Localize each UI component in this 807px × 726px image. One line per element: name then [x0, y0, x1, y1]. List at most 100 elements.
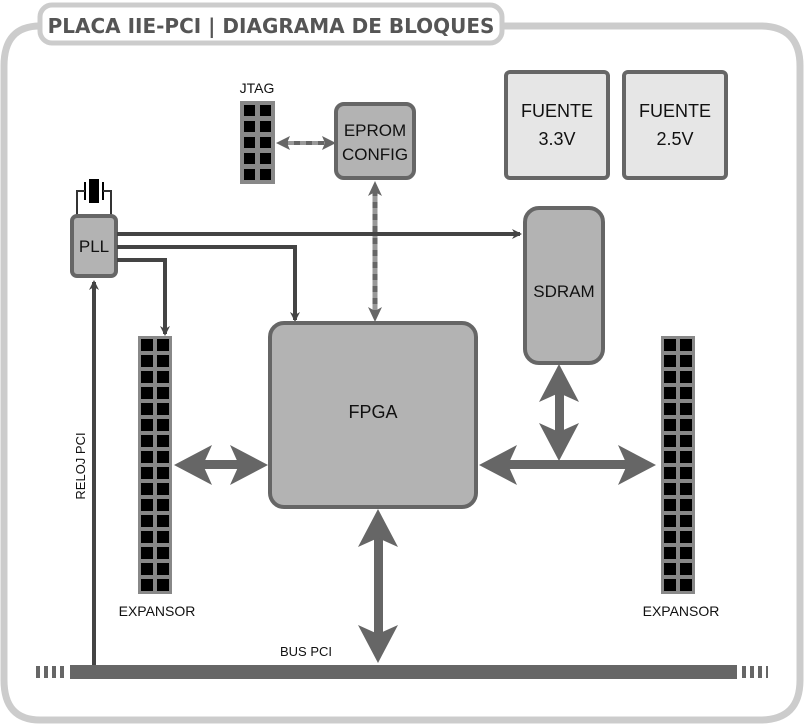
connector-pin	[260, 137, 271, 148]
connector-pin	[141, 451, 153, 463]
connector-pin	[157, 547, 169, 559]
connector-pin	[141, 563, 153, 575]
connector-pin	[157, 515, 169, 527]
connector-pin	[680, 419, 692, 431]
connector-pin	[141, 419, 153, 431]
bus-pci	[36, 665, 768, 679]
connector-pin	[680, 403, 692, 415]
connector-pin	[680, 531, 692, 543]
connector-pin	[664, 579, 676, 591]
connector-pin	[664, 515, 676, 527]
connector-pin	[260, 121, 271, 132]
sdram-block: SDRAM	[523, 206, 605, 365]
connector-pin	[664, 451, 676, 463]
connector-pin	[680, 467, 692, 479]
connector-pin	[141, 515, 153, 527]
eprom-label-line2: CONFIG	[342, 145, 408, 164]
connector-pin	[664, 403, 676, 415]
connector-pin	[664, 563, 676, 575]
fuente-2v5-label-line2: 2.5V	[656, 129, 693, 149]
connector-pin	[157, 579, 169, 591]
connector-pin	[141, 403, 153, 415]
connector-pin	[664, 531, 676, 543]
connector-pin	[680, 339, 692, 351]
connector-pin	[157, 467, 169, 479]
arrow-sdram-bus	[539, 364, 579, 461]
connector-pin	[244, 153, 255, 164]
eprom-label-line1: EPROM	[344, 121, 406, 140]
connector-pin	[680, 483, 692, 495]
connector-pin	[664, 371, 676, 383]
connector-pin	[260, 105, 271, 116]
eprom-fpga-link	[368, 181, 382, 322]
connector-pin	[664, 419, 676, 431]
expansor-right-connector	[661, 336, 695, 594]
connector-pin	[664, 547, 676, 559]
connector-pin	[680, 515, 692, 527]
connector-pin	[680, 451, 692, 463]
connector-pin	[260, 153, 271, 164]
pll-clock-lines	[117, 229, 522, 336]
connector-pin	[244, 169, 255, 180]
connector-pin	[680, 547, 692, 559]
connector-pin	[157, 339, 169, 351]
connector-pin	[680, 563, 692, 575]
connector-pin	[141, 579, 153, 591]
connector-pin	[664, 387, 676, 399]
connector-pin	[157, 531, 169, 543]
expansor-right-label: EXPANSOR	[643, 603, 720, 619]
connector-pin	[141, 435, 153, 447]
connector-pin	[141, 467, 153, 479]
fpga-label: FPGA	[348, 402, 397, 422]
data-arrows	[174, 364, 656, 663]
jtag-label: JTAG	[240, 80, 275, 96]
connector-pin	[664, 467, 676, 479]
connector-pin	[244, 105, 255, 116]
connector-pin	[141, 355, 153, 367]
connector-pin	[664, 435, 676, 447]
connector-pin	[141, 483, 153, 495]
expansor-left-label: EXPANSOR	[119, 603, 196, 619]
connector-pin	[157, 499, 169, 511]
connector-pin	[141, 387, 153, 399]
connector-pin	[157, 371, 169, 383]
connector-pin	[664, 339, 676, 351]
connector-pin	[141, 339, 153, 351]
fuente-2v5-label-line1: FUENTE	[639, 101, 711, 121]
arrow-fpga-buspci	[358, 509, 398, 663]
reloj-pci-label: RELOJ PCI	[73, 432, 88, 499]
arrow-expansor-left-fpga	[174, 445, 268, 485]
fuente-2v5-block: FUENTE 2.5V	[622, 70, 728, 180]
connector-pin	[157, 563, 169, 575]
expansor-left-connector	[138, 336, 172, 594]
connector-pin	[680, 435, 692, 447]
sdram-label: SDRAM	[533, 282, 594, 301]
connector-pin	[680, 579, 692, 591]
eprom-config-block: EPROM CONFIG	[334, 102, 416, 180]
fpga-block: FPGA	[268, 321, 478, 509]
connector-pin	[141, 547, 153, 559]
connector-pin	[157, 403, 169, 415]
pll-block: PLL	[70, 214, 118, 278]
bus-pci-right-dashes	[742, 666, 768, 678]
connector-pin	[680, 499, 692, 511]
fuente-3v3-label-line1: FUENTE	[521, 101, 593, 121]
jtag-connector	[240, 101, 275, 184]
arrow-fpga-expansor-right	[479, 445, 656, 485]
connector-pin	[260, 169, 271, 180]
bus-pci-label: BUS PCI	[280, 644, 332, 659]
fuente-3v3-block: FUENTE 3.3V	[504, 70, 610, 180]
connector-pin	[157, 483, 169, 495]
connector-pin	[664, 499, 676, 511]
title-tab	[37, 2, 505, 46]
clock-to-expansor	[117, 258, 170, 336]
connector-pin	[157, 435, 169, 447]
connector-pin	[141, 531, 153, 543]
connector-pin	[141, 499, 153, 511]
connector-pin	[680, 371, 692, 383]
connector-pin	[157, 387, 169, 399]
connector-pin	[664, 355, 676, 367]
connector-pin	[157, 355, 169, 367]
crystal-icon	[76, 179, 112, 216]
page-title: PLACA IIE-PCI | DIAGRAMA DE BLOQUES	[48, 14, 495, 38]
